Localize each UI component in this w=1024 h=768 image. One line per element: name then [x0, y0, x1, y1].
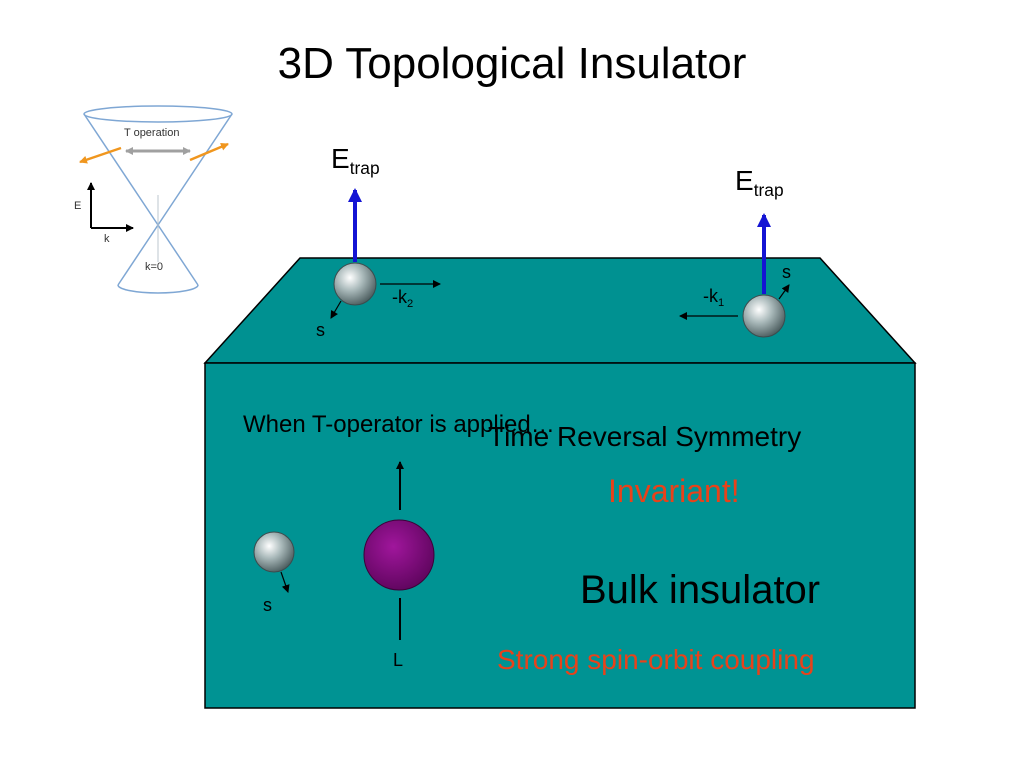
orbital-l-label: L	[393, 650, 404, 670]
inset-background	[68, 100, 238, 305]
spin-arrow-right	[778, 284, 790, 300]
spin-orbit-coupling-text: Strong spin-orbit coupling	[497, 644, 815, 675]
momentum-axis-label: k	[104, 233, 110, 245]
slide-title: 3D Topological Insulator	[277, 39, 747, 88]
cone-upper-right-edge	[157, 113, 233, 226]
e-trap-label-left: Etrap	[331, 143, 380, 179]
spin-label-right: s	[782, 262, 791, 282]
k1-label: -k1	[703, 286, 725, 309]
cone-lower-left-edge	[117, 224, 159, 286]
k2-label: -k2	[392, 287, 414, 310]
surface-electron-left	[333, 262, 377, 306]
slab-front-face	[204, 362, 916, 709]
energy-axis-label: E	[74, 200, 82, 212]
bulk-spin-label: s	[263, 595, 272, 615]
time-reversal-symmetry-text: Time Reversal Symmetry	[488, 421, 802, 452]
dirac-cone-inset	[68, 100, 238, 305]
bulk-spin-arrow	[280, 571, 290, 593]
cone-upper-left-edge	[83, 113, 159, 226]
spin-arrow-left	[330, 300, 342, 319]
surface-electron-right	[742, 294, 786, 338]
cone-lower-right-edge	[157, 224, 199, 286]
invariant-text: Invariant!	[608, 473, 740, 509]
t-operation-label: T operation	[124, 127, 180, 139]
bulk-electron	[253, 531, 295, 573]
t-operator-text: When T-operator is applied…	[243, 411, 555, 438]
spin-left-arrow	[79, 146, 122, 164]
cone-bottom-rim	[117, 284, 199, 294]
spin-label-left: s	[316, 320, 325, 340]
k-zero-label: k=0	[145, 261, 164, 273]
spin-right-arrow	[189, 142, 229, 162]
slab-top-surface	[203, 257, 917, 364]
nucleus	[363, 519, 435, 591]
e-trap-label-right: Etrap	[735, 165, 784, 201]
bulk-insulator-text: Bulk insulator	[580, 568, 821, 612]
